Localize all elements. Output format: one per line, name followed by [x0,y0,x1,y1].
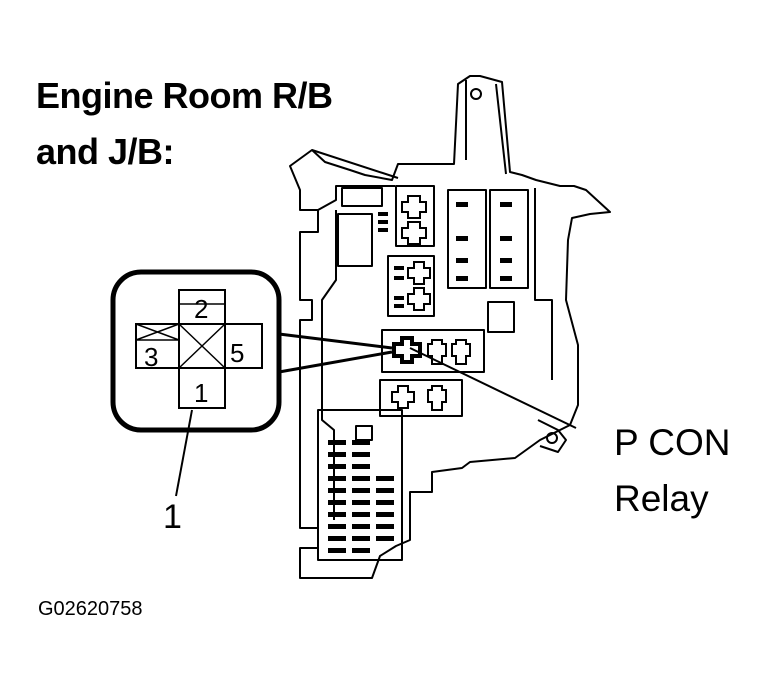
small-fuse [487,301,515,333]
pcon-relay-cross [392,336,422,364]
relay-cross-8 [391,385,415,409]
fuse-panel-lower [317,409,403,561]
pin-5-label: 5 [230,338,244,368]
pin-3-label: 3 [144,342,158,372]
fuse-bank-top-left [341,187,383,207]
lower-fuse-grid [328,440,394,553]
relay-cross-9 [427,385,447,411]
relay-callout-line-2: Relay [614,478,709,519]
pin-1-leader [175,409,193,497]
relay-socket-large [337,213,373,267]
fuse-column-b [489,189,529,289]
top-tab-line [311,149,399,179]
zoom-line-upper [278,332,393,350]
relay-block-b [387,255,435,317]
pin-2-label: 2 [194,294,208,324]
zoom-line-lower [278,350,393,374]
fuse-panel-tab [355,425,373,441]
pin-1-label: 1 [194,378,208,408]
relay-cross-2 [401,221,427,245]
relay-cross-3 [407,261,431,285]
mount-tab-right [537,419,567,453]
fuse-column-a [447,189,487,289]
relay-block-c [379,379,463,417]
relay-cross-7 [451,339,471,365]
figure-id: G02620758 [38,598,143,620]
junction-block-outline [289,75,611,579]
pin3-strike [135,323,180,341]
pcon-leader [409,347,577,429]
relay-callout-line-1: P CON [614,422,731,463]
relay-cross-4 [407,287,431,311]
mount-hole-top [470,88,482,100]
relay-block-a [395,185,435,247]
mount-tab-top [465,80,507,175]
diagram-title-line-1: Engine Room R/B [36,75,333,116]
connector-center-x [178,323,226,369]
relay-cross-1 [401,195,427,219]
pin-callout-label: 1 [163,498,182,536]
inner-frame-right [534,188,553,380]
fuse-slots [378,202,512,308]
mount-hole-right [546,432,558,444]
diagram-title-line-2: and J/B: [36,131,175,172]
pcon-relay-socket [381,329,485,373]
